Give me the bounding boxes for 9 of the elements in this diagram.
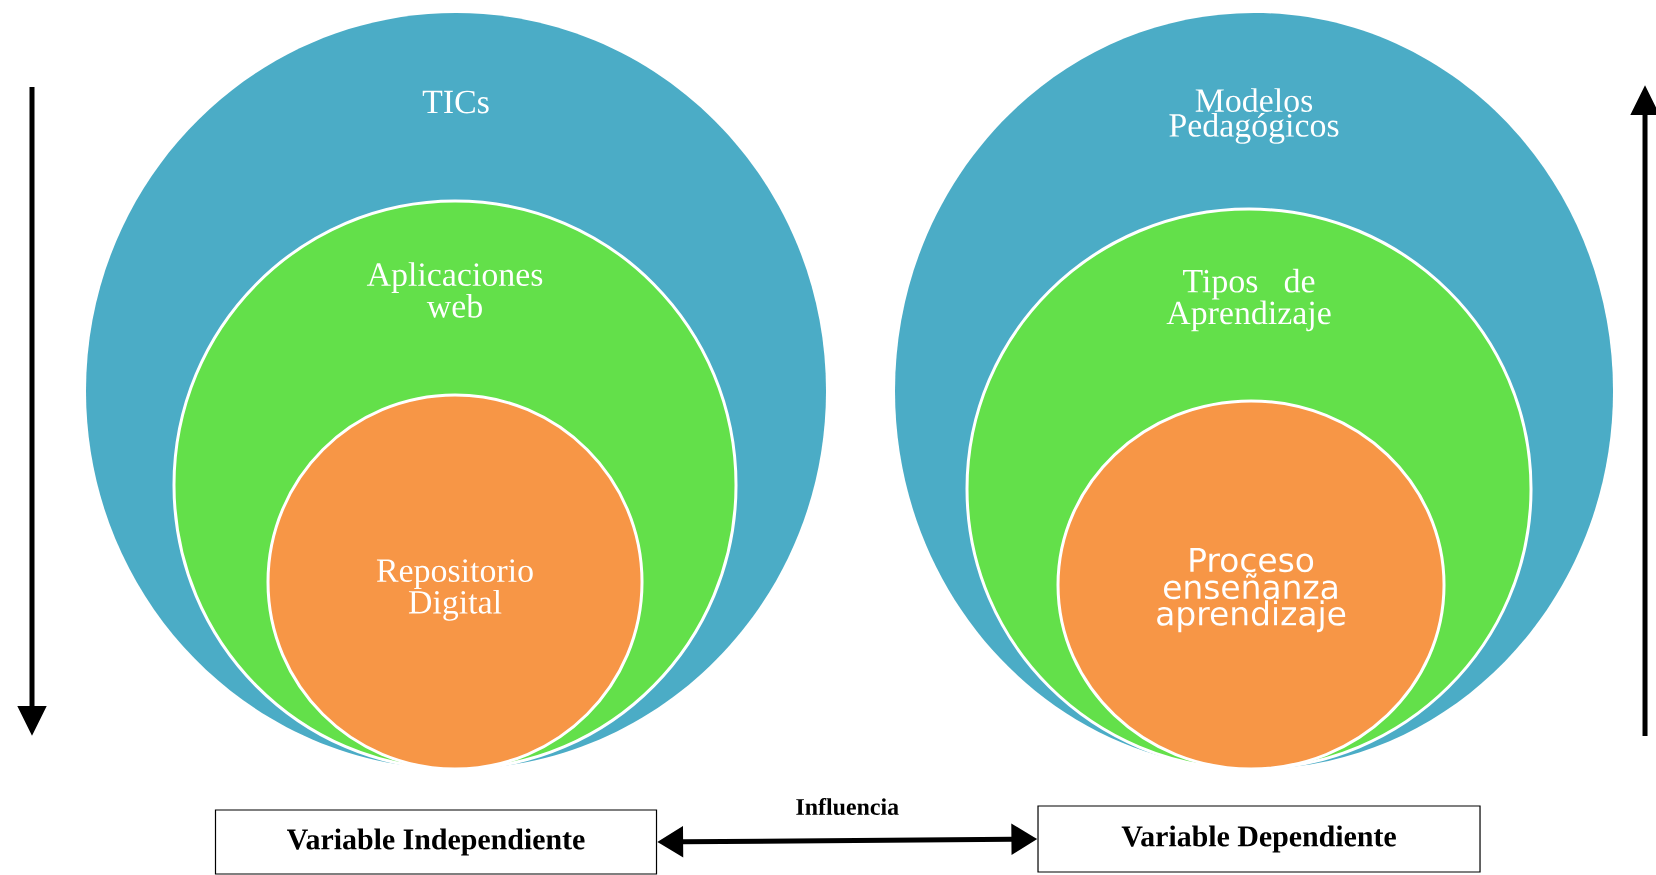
variable-box: Variable Dependiente bbox=[1037, 805, 1481, 873]
circle-label: Proceso enseñanza aprendizaje bbox=[1157, 547, 1346, 633]
circle-label: TICs bbox=[422, 90, 489, 114]
circle-label: Repositorio Digital bbox=[376, 559, 533, 621]
edge-label: Influencia bbox=[796, 797, 899, 816]
circle-label: Tipos de Aprendizaje bbox=[1166, 268, 1331, 332]
variable-box: Variable Independiente bbox=[214, 809, 658, 875]
circle-label: Modelos Pedagógicos bbox=[1169, 88, 1339, 144]
circle-label: Aplicaciones web bbox=[366, 262, 543, 318]
